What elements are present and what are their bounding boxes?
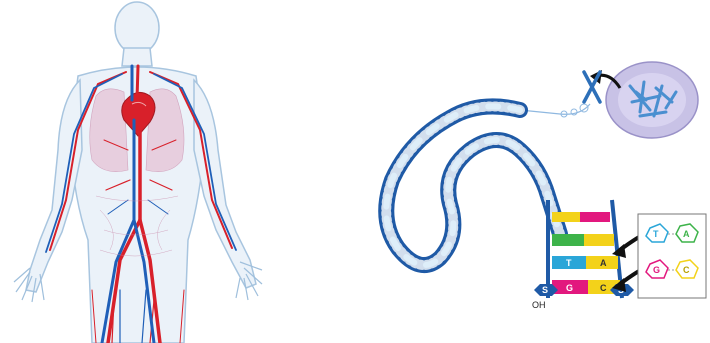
svg-text:S: S	[542, 285, 548, 295]
human-body-svg	[0, 0, 340, 343]
base-pair-4: G C	[552, 280, 620, 294]
dna-svg: T A G C S S OH	[340, 0, 710, 343]
base-label-c: C	[600, 283, 607, 293]
inset-base-a: A	[683, 229, 690, 239]
cell-nucleus	[606, 62, 698, 138]
oh-label: OH	[532, 300, 546, 310]
base-pair-2	[552, 234, 614, 246]
base-inset-box: T A G C	[638, 214, 706, 298]
base-pair-3: T A	[552, 256, 618, 269]
dna-helix	[386, 106, 560, 265]
base-label-g: G	[566, 283, 573, 293]
dna-thread	[520, 104, 590, 114]
inset-base-g: G	[653, 265, 660, 275]
inset-base-t: T	[653, 229, 659, 239]
base-label-t: T	[566, 258, 572, 268]
thread-coils	[561, 104, 588, 117]
circulatory-system-illustration	[0, 0, 340, 343]
inset-base-c: C	[683, 265, 690, 275]
base-pair-1	[552, 212, 610, 222]
dna-illustration: T A G C S S OH	[340, 0, 710, 343]
base-label-a: A	[600, 258, 607, 268]
